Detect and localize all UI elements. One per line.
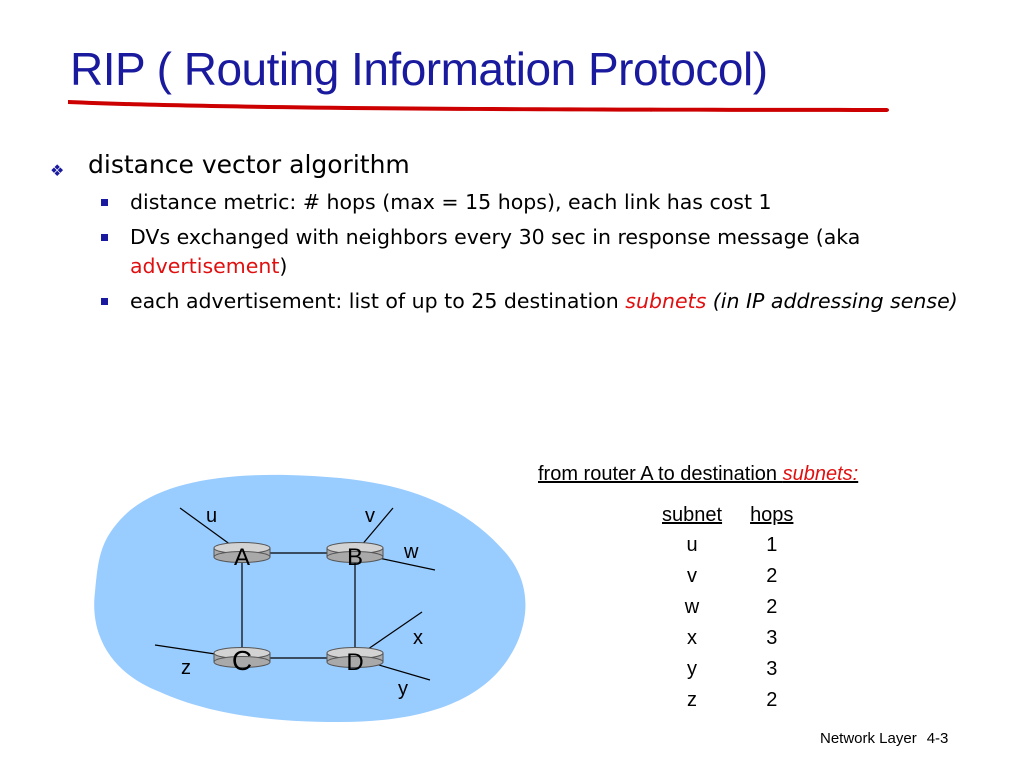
hops-cell: 2 — [766, 689, 778, 711]
slide-title: RIP ( Routing Information Protocol) — [70, 43, 768, 95]
router-d-label: D — [346, 649, 363, 676]
subnet-cell: y — [687, 658, 698, 680]
bullet-dv-exchange: DVs exchanged with neighbors every 30 se… — [50, 223, 970, 281]
subnet-label-v: v — [365, 505, 375, 527]
hops-cell: 3 — [766, 658, 778, 680]
bullet-list: ❖ distance vector algorithm distance met… — [50, 150, 970, 322]
hops-cell: 2 — [766, 565, 778, 587]
diamond-bullet-icon: ❖ — [50, 161, 65, 180]
router-a-label: A — [234, 544, 250, 571]
column-hops: hops — [750, 504, 794, 526]
routing-table: subnet hops u 1 v 2 w 2 x 3 y 3 z 2 — [648, 501, 807, 716]
page-number: 4-3 — [926, 730, 949, 747]
bullet-advertisement-list: each advertisement: list of up to 25 des… — [50, 287, 970, 316]
title-underline — [68, 100, 889, 112]
table-row: y 3 — [648, 654, 807, 685]
subnet-label-z: z — [181, 657, 191, 679]
routing-table-title-subnets: subnets: — [782, 463, 859, 485]
subnet-label-y: y — [398, 678, 408, 700]
hops-cell: 1 — [766, 534, 778, 556]
hops-cell: 3 — [766, 627, 778, 649]
table-row: u 1 — [648, 530, 807, 561]
network-cloud — [94, 474, 526, 722]
router-b: B — [326, 542, 384, 571]
footer-section: Network Layer — [820, 730, 917, 747]
subnet-cell: v — [687, 565, 698, 587]
table-row: x 3 — [648, 623, 807, 654]
bullet-distance-vector: ❖ distance vector algorithm — [50, 150, 970, 180]
subnet-label-w: w — [403, 541, 419, 563]
square-bullet-icon — [101, 199, 108, 206]
router-c: C — [213, 645, 271, 676]
routing-table-title: from router A to destination subnets: — [538, 463, 859, 485]
router-a: A — [213, 542, 271, 571]
slide-footer: Network Layer 4-3 — [820, 730, 958, 747]
column-subnet: subnet — [662, 504, 723, 526]
subnet-cell: z — [687, 689, 698, 711]
subnets-term: subnets — [625, 289, 707, 313]
square-bullet-icon — [101, 298, 108, 305]
router-d: D — [326, 647, 384, 676]
table-row: w 2 — [648, 592, 807, 623]
router-c-label: C — [232, 645, 252, 676]
router-b-label: B — [347, 544, 363, 571]
square-bullet-icon — [101, 234, 108, 241]
subnet-cell: w — [684, 596, 700, 618]
advertisement-term: advertisement — [130, 254, 280, 278]
subnet-label-u: u — [206, 505, 217, 527]
subnet-cell: u — [686, 534, 698, 556]
routing-table-header: subnet hops — [648, 501, 807, 530]
table-row: v 2 — [648, 561, 807, 592]
table-row: z 2 — [648, 685, 807, 716]
hops-cell: 2 — [766, 596, 778, 618]
subnet-label-x: x — [413, 627, 423, 649]
bullet-distance-metric: distance metric: # hops (max = 15 hops),… — [50, 188, 970, 217]
subnet-cell: x — [687, 627, 698, 649]
